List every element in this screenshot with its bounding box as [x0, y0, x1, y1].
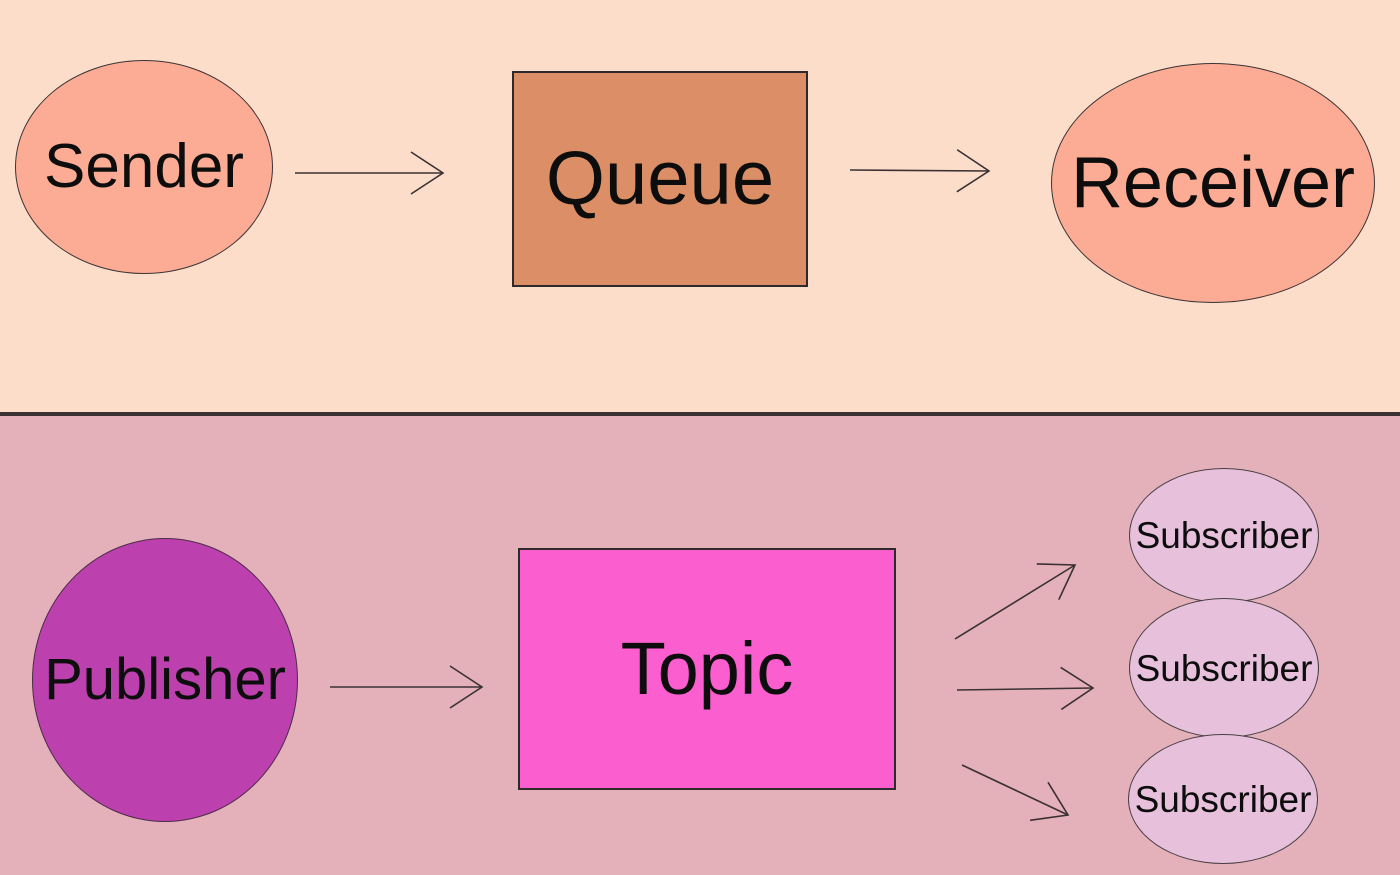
publisher-node: Publisher — [32, 538, 298, 822]
sender-node: Sender — [15, 60, 273, 274]
subscriber-1-label: Subscriber — [1135, 515, 1313, 556]
subscriber-node-1: Subscriber — [1129, 468, 1319, 603]
topic-label: Topic — [620, 627, 794, 710]
queue-label: Queue — [545, 136, 775, 221]
subscriber-node-3: Subscriber — [1128, 734, 1318, 864]
subscriber-2-label: Subscriber — [1135, 647, 1313, 689]
subscriber-3-label: Subscriber — [1134, 778, 1312, 820]
subscriber-node-2: Subscriber — [1129, 598, 1319, 738]
receiver-node: Receiver — [1051, 63, 1375, 303]
publisher-label: Publisher — [44, 647, 286, 712]
sender-label: Sender — [44, 132, 244, 201]
queue-node: Queue — [512, 71, 808, 287]
receiver-label: Receiver — [1070, 143, 1356, 223]
section-divider — [0, 412, 1400, 416]
topic-node: Topic — [518, 548, 896, 790]
